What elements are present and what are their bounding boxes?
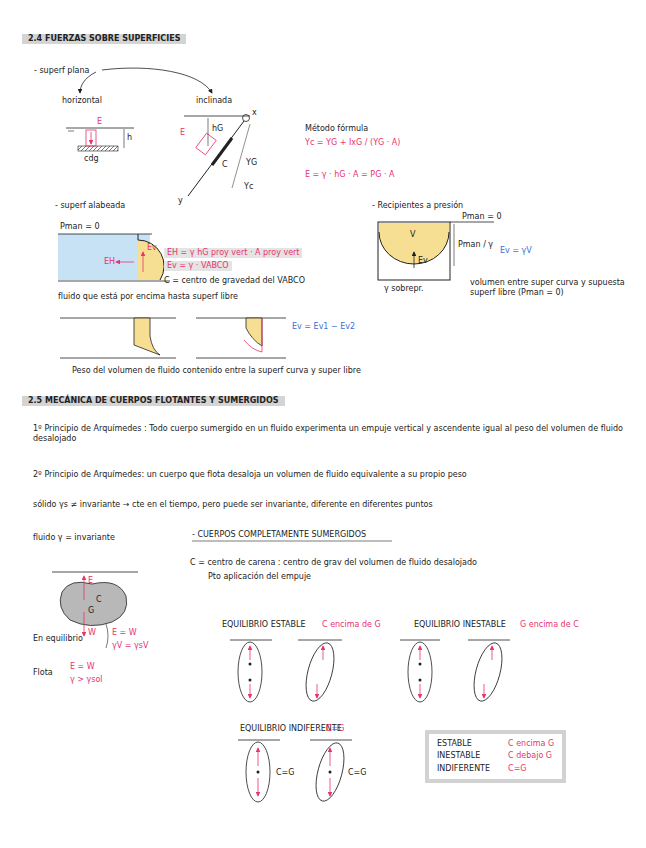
note-text: G (88, 606, 94, 616)
note-text: E (180, 128, 185, 138)
note-text: Peso del volumen de fluido contenido ent… (72, 366, 361, 376)
note-text: G encima de C (520, 620, 579, 630)
note-text: V (410, 230, 415, 240)
note-text: 2º Principio de Arquímedes: un cuerpo qu… (33, 470, 633, 480)
note-text: Yc = YG + IxG / (YG · A) (305, 138, 400, 148)
note-text: EQUILIBRIO ESTABLE (222, 620, 306, 630)
note-text: Ev (418, 256, 428, 266)
note-text: γ > γsol (70, 675, 103, 685)
note-text: C=G (326, 724, 345, 734)
summary-text: INDIFERENTE (437, 764, 490, 774)
note-text: C (96, 595, 102, 605)
summary-text: INESTABLE (437, 751, 490, 761)
note-text: E (97, 117, 102, 127)
note-text: Ev = γV (500, 246, 532, 256)
note-text: Flota (33, 668, 53, 678)
note-text: Yc (244, 182, 253, 192)
note-text: - superf alabeada (55, 201, 125, 211)
note-text: γV = γsV (112, 641, 148, 651)
note-text: 1º Principio de Arquímedes : Todo cuerpo… (33, 424, 633, 445)
note-text: Pman = 0 (462, 212, 501, 222)
note-text: C (222, 160, 228, 170)
note-text: fluido que está por encima hasta superf … (58, 292, 238, 302)
note-text: EH (104, 257, 115, 267)
note-text: C=G (348, 768, 367, 778)
note-text: Ev = Ev1 − Ev2 (292, 322, 355, 332)
note-text: y (178, 196, 183, 206)
note-text: Ev = γ · VABCO (164, 261, 232, 271)
note-text: EQUILIBRIO INESTABLE (414, 620, 506, 630)
note-text: - Recipientes a presión (372, 201, 463, 211)
note-text: horizontal (62, 96, 102, 106)
note-text: volumen entre super curva y supuesta sup… (470, 278, 635, 299)
note-text: Pto aplicación del empuje (208, 572, 311, 582)
note-text: - CUERPOS COMPLETAMENTE SUMERGIDOS (192, 530, 366, 540)
note-text: C=G (276, 768, 295, 778)
note-text: C encima de G (322, 620, 381, 630)
note-text: YG (246, 158, 257, 168)
note-text: - superf plana (34, 66, 90, 76)
note-text: E = W (70, 662, 95, 672)
note-text: h (127, 133, 132, 143)
note-text: fluido γ = invariante (33, 533, 115, 543)
note-text: EH = γ hG proy vert · A proy vert (164, 248, 302, 258)
note-text: E = γ · hG · A = PG · A (305, 170, 395, 180)
note-text: cdg (84, 154, 99, 164)
summary-text: ESTABLE (437, 739, 490, 749)
summary-text: C encima G (508, 739, 554, 749)
note-text: inclinada (196, 96, 232, 106)
note-text: γ sobrepr. (384, 284, 424, 294)
note-text: C = centro de gravedad del VABCO (164, 276, 305, 286)
note-text: Pman = 0 (60, 222, 99, 232)
note-text: hG (212, 124, 223, 134)
note-text: Método fórmula (305, 124, 368, 134)
note-text: sólido γs ≠ invariante → cte en el tiemp… (33, 500, 633, 510)
note-text: C = centro de carena : centro de grav de… (190, 558, 610, 568)
summary-text: C=G (508, 764, 554, 774)
summary-text: C debajo G (508, 751, 554, 761)
note-text: E = W (112, 628, 137, 638)
summary-box: ESTABLE C encima G INESTABLE C debajo G INDI… (425, 730, 566, 783)
note-text: E (88, 576, 93, 586)
page-title: 2.4 FUERZAS SOBRE SUPERFICIES (22, 34, 186, 44)
note-text: Ev (147, 243, 157, 253)
note-text: x (252, 108, 257, 118)
note-text: 2.5 MECÁNICA DE CUERPOS FLOTANTES Y SUME… (22, 396, 285, 406)
note-text: En equilibrio (33, 634, 83, 644)
note-text: W (88, 628, 96, 638)
note-text: Pman / γ (458, 240, 493, 250)
